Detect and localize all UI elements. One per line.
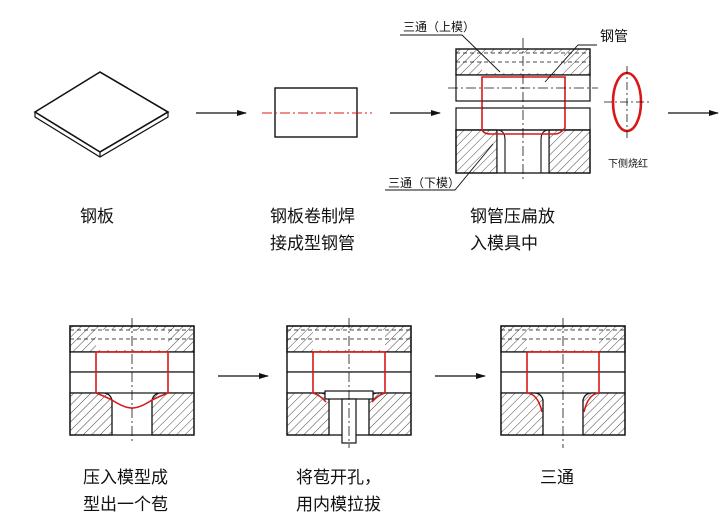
step1-steel-plate [33, 71, 170, 158]
pipe-outline [481, 76, 566, 135]
step5-pierce-draw [286, 318, 412, 448]
label-lower-die: 三通（下模） [388, 176, 460, 190]
step6-finished-tee [500, 318, 626, 448]
caption-step5-line1: 将苞开孔， [296, 468, 381, 488]
pipe-side-view: 下侧烧红 [604, 66, 650, 170]
caption-step2-line2: 接成型钢管 [270, 234, 355, 254]
caption-step4-line2: 型出一个苞 [83, 495, 168, 515]
label-side-heat: 下侧烧红 [608, 157, 648, 170]
step3-die-assembly: 三通（上模） 三通（下模） 钢管 [385, 20, 628, 191]
caption-step6: 三通 [540, 468, 574, 488]
caption-step4-line1: 压入模型成 [83, 468, 168, 488]
caption-step2-line1: 钢板卷制焊 [270, 207, 355, 227]
step2-welded-tube [262, 87, 372, 138]
caption-step3-line2: 入模具中 [470, 234, 538, 254]
caption-step3-line1: 钢管压扁放 [470, 207, 555, 227]
caption-step5-line2: 用内模拉拔 [296, 495, 381, 515]
label-pipe: 钢管 [600, 29, 628, 45]
step4-press-bulge [69, 318, 195, 442]
label-upper-die: 三通（上模） [403, 20, 475, 34]
caption-step1: 钢板 [80, 207, 114, 227]
